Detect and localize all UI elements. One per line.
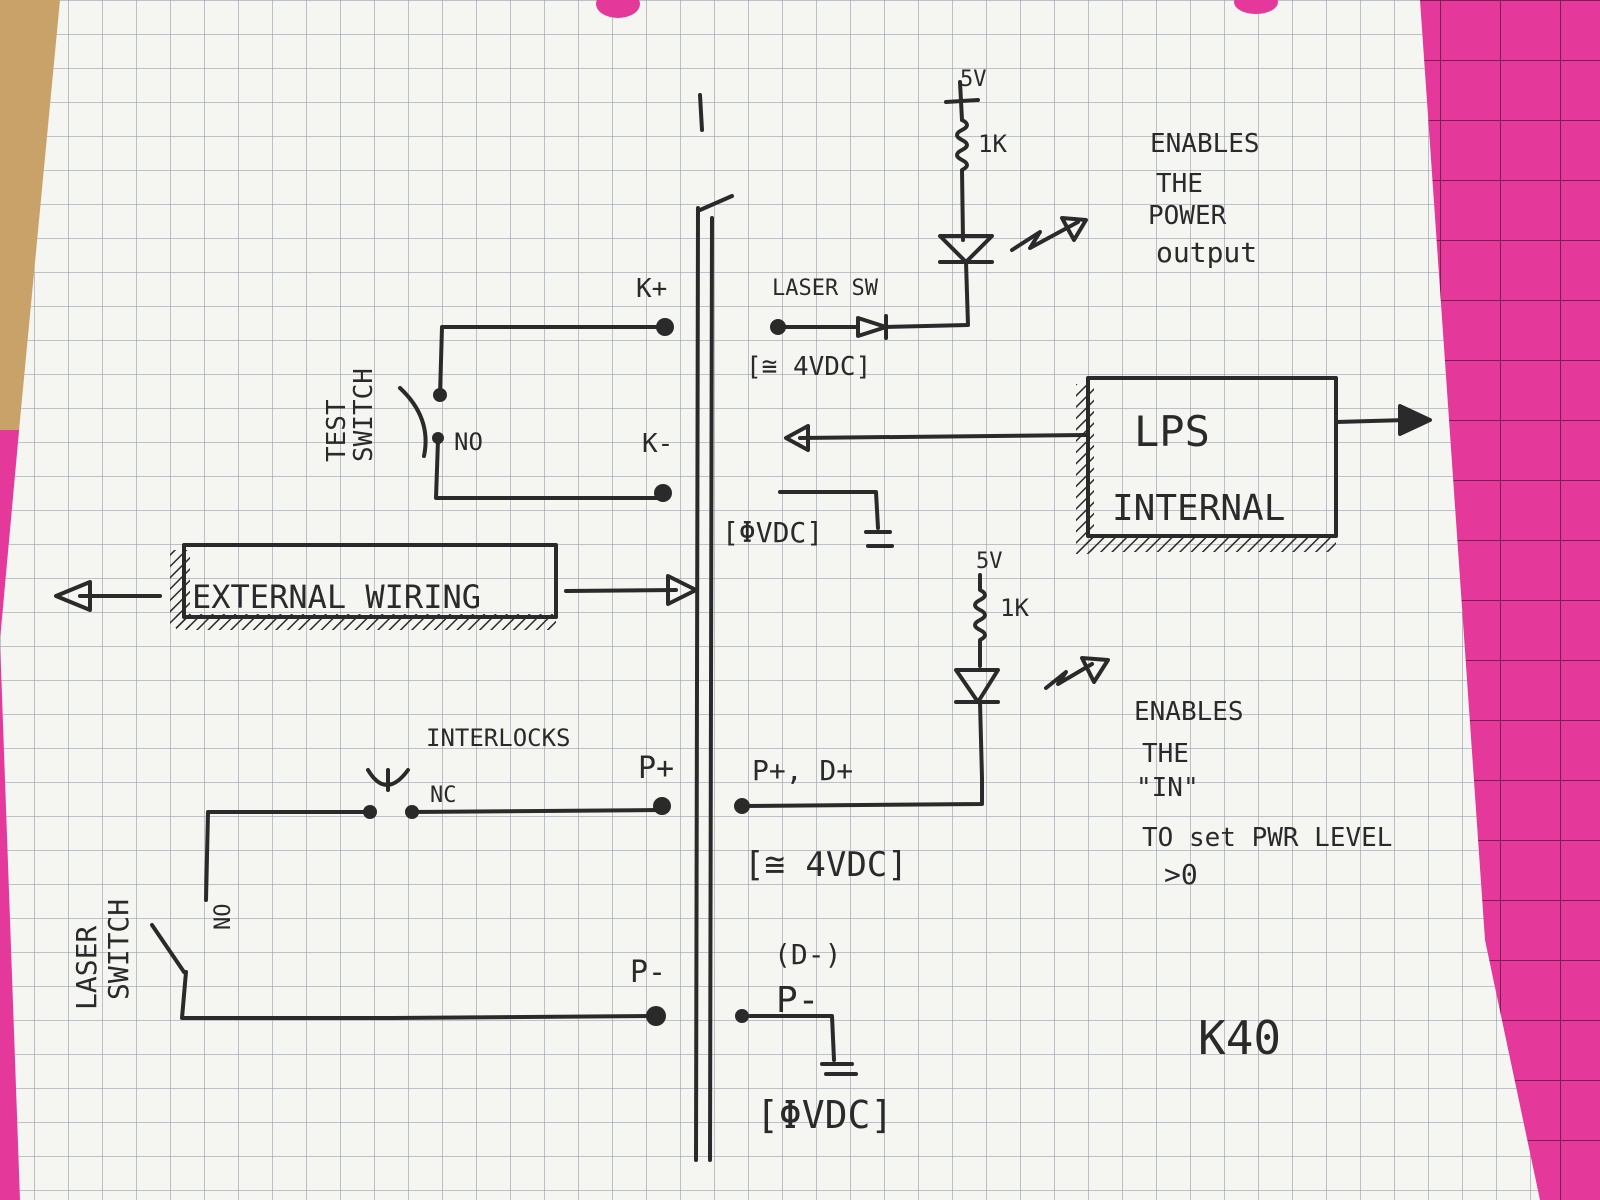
laser-sw-circuit: [776, 80, 1088, 340]
test-switch-label-1: TEST: [322, 399, 352, 462]
p-minus-terminal-left: [646, 1006, 666, 1026]
d-minus-label: (D-): [774, 938, 841, 971]
interlock-contact-right: [405, 805, 419, 819]
external-wiring-box: [182, 543, 558, 619]
laser-sw-label: LASER SW: [772, 276, 879, 301]
zero-vdc-bottom: [ΦVDC]: [756, 1093, 893, 1137]
lps-label: LPS: [1134, 407, 1210, 456]
interlock-circuit: [150, 768, 662, 1020]
enables-in-line-4: TO set PWR LEVEL: [1142, 823, 1392, 853]
lps-internal-label: INTERNAL: [1112, 488, 1285, 529]
p-minus-terminal-right: [735, 1009, 749, 1023]
lps-box-shadow-left: [1076, 384, 1094, 554]
laser-switch-label-2: SWITCH: [102, 899, 135, 1000]
zero-vdc-top: [ΦVDC]: [722, 516, 823, 549]
binder-hole-left: [596, 0, 640, 18]
enables-power-note: ENABLES THE POWER output: [1148, 129, 1260, 269]
lps-arrows: [784, 404, 1432, 452]
enables-power-line-1: ENABLES: [1150, 129, 1260, 159]
one-k-top-label: 1K: [978, 130, 1007, 158]
laser-switch-no-label: NO: [211, 904, 236, 931]
laser-switch-label-1: LASER: [70, 926, 103, 1010]
p-plus-d-plus-label: P+, D+: [752, 754, 853, 787]
interlocks-label: INTERLOCKS: [426, 724, 571, 752]
five-v-mid-label: 5V: [976, 549, 1003, 574]
enables-power-line-3: POWER: [1148, 201, 1227, 231]
five-v-top-label: 5V: [960, 67, 987, 92]
enables-in-line-3: "IN": [1136, 773, 1199, 803]
in-enable-circuit: [740, 573, 1110, 808]
p-plus-terminal-left: [653, 797, 671, 815]
p-plus-voltage: [≅ 4VDC]: [744, 845, 908, 885]
lps-box-shadow-bottom: [1086, 536, 1336, 552]
one-k-mid-label: 1K: [1000, 594, 1029, 622]
test-switch-label-2: SWITCH: [349, 368, 379, 462]
k-minus-label: K-: [642, 429, 673, 459]
ground-symbol-bottom: [748, 1014, 858, 1076]
interlock-contact-left: [363, 805, 377, 819]
model-label: K40: [1198, 1011, 1281, 1065]
laser-sw-terminal: [770, 319, 786, 335]
enables-in-line-2: THE: [1142, 739, 1189, 769]
lps-internal-box: [1086, 376, 1338, 538]
enables-power-line-4: output: [1156, 236, 1257, 269]
external-wiring-label: EXTERNAL WIRING: [192, 578, 481, 616]
k-plus-label: K+: [636, 274, 667, 304]
test-switch-no-label: NO: [454, 428, 483, 456]
p-minus-left-label: P-: [630, 955, 666, 990]
external-wiring-arrows: [54, 574, 698, 612]
test-switch-contact-top: [433, 388, 447, 402]
p-plus-label: P+: [638, 751, 674, 786]
k-plus-terminal: [656, 318, 674, 336]
enables-in-line-5: >0: [1164, 858, 1198, 891]
laser-sw-voltage: [≅ 4VDC]: [746, 352, 871, 382]
enables-in-line-1: ENABLES: [1134, 697, 1244, 727]
terminal-bus: [694, 93, 734, 1162]
test-switch-contact-bottom: [432, 432, 444, 444]
p-plus-terminal-right: [734, 798, 750, 814]
k-minus-terminal: [654, 484, 672, 502]
enables-in-note: ENABLES THE "IN" TO set PWR LEVEL >0: [1134, 697, 1392, 891]
paper-grid: [0, 0, 1540, 1200]
test-switch-circuit: [398, 325, 667, 500]
enables-power-line-2: THE: [1156, 169, 1203, 199]
binder-hole-right: [1234, 0, 1278, 14]
interlocks-nc-label: NC: [430, 783, 457, 808]
ground-symbol-top: [778, 490, 894, 548]
